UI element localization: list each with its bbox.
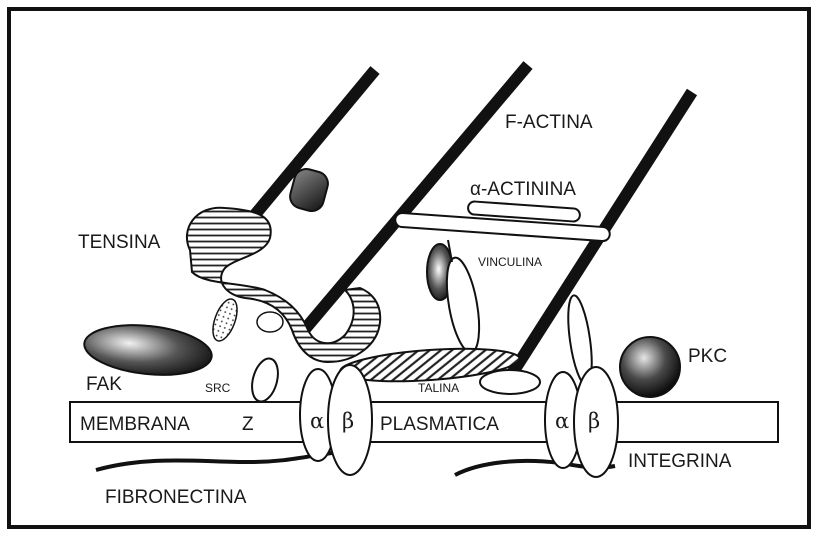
figure-border [9,9,809,527]
label-z: Z [242,414,254,435]
label-plasmatica: PLASMATICA [380,414,499,435]
label-integrina: INTEGRINA [628,451,732,472]
label-beta-right: β [588,409,600,433]
label-vinculina: VINCULINA [478,255,542,269]
label-fak: FAK [86,374,122,395]
label-alpha-left: α [310,409,324,433]
pkc-shape [620,337,680,397]
label-pkc: PKC [688,346,727,367]
talina-anchor [480,370,540,394]
label-fibronectina: FIBRONECTINA [105,487,247,508]
label-beta-left: β [342,409,354,433]
label-membrana: MEMBRANA [80,414,190,435]
tensina-lobe-small [257,312,283,332]
label-src: SRC [205,381,231,395]
label-alpha-right: α [555,409,569,433]
label-tensina: TENSINA [78,232,161,253]
label-talina: TALINA [418,381,459,395]
label-f-actina: F-ACTINA [505,112,593,133]
label-alpha-actinina: α-ACTININA [470,179,576,200]
